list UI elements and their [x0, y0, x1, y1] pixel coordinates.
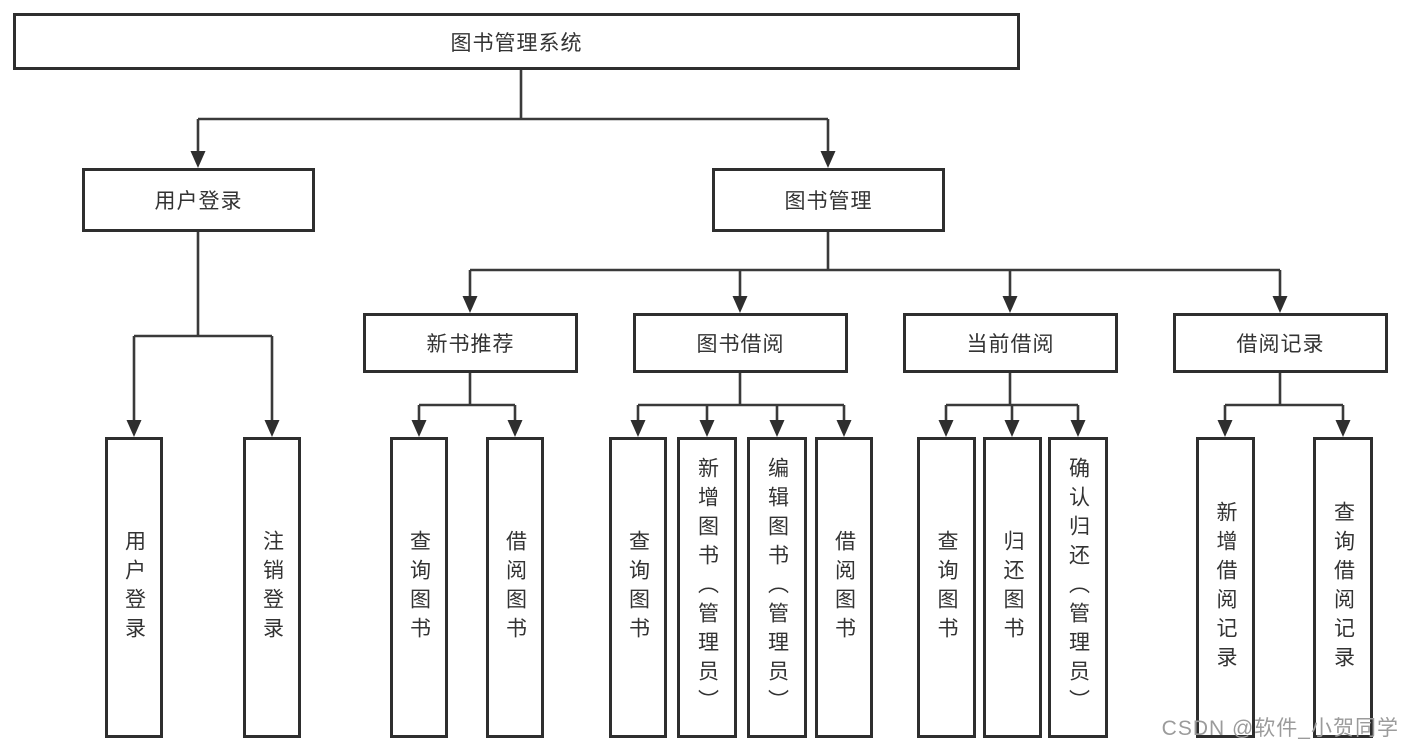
arrowhead-icons	[126, 151, 1351, 437]
arrow-icon	[820, 151, 836, 168]
leaf-query-books-current: 查询图书	[917, 437, 976, 738]
leaf-query-borrow-record: 查询借阅记录	[1313, 437, 1373, 738]
node-current-borrow: 当前借阅	[903, 313, 1118, 373]
leaf-borrow-books-newbook: 借阅图书	[486, 437, 544, 738]
node-book-management: 图书管理	[712, 168, 945, 232]
arrow-icon	[699, 420, 715, 437]
node-book-borrow: 图书借阅	[633, 313, 848, 373]
csdn-watermark: CSDN @软件_小贺同学	[1161, 717, 1399, 740]
arrow-icon	[411, 420, 427, 437]
node-root: 图书管理系统	[13, 13, 1020, 70]
leaf-query-books-borrow: 查询图书	[609, 437, 667, 738]
leaf-borrow-books: 借阅图书	[815, 437, 873, 738]
arrow-icon	[126, 420, 142, 437]
node-user-login: 用户登录	[82, 168, 315, 232]
leaf-return-books: 归还图书	[983, 437, 1042, 738]
arrow-icon	[836, 420, 852, 437]
leaf-confirm-return-admin: 确认归还（管理员）	[1048, 437, 1108, 738]
arrow-icon	[507, 420, 523, 437]
leaf-add-borrow-record: 新增借阅记录	[1196, 437, 1255, 738]
leaf-logout: 注销登录	[243, 437, 301, 738]
node-new-book-recommend: 新书推荐	[363, 313, 578, 373]
arrow-icon	[769, 420, 785, 437]
leaf-user-login: 用户登录	[105, 437, 163, 738]
leaf-edit-books-admin: 编辑图书（管理员）	[747, 437, 807, 738]
arrow-icon	[1272, 296, 1288, 313]
node-borrow-records: 借阅记录	[1173, 313, 1388, 373]
leaf-query-books-newbook: 查询图书	[390, 437, 448, 738]
arrow-icon	[938, 420, 954, 437]
arrow-icon	[264, 420, 280, 437]
arrow-icon	[1335, 420, 1351, 437]
leaf-add-books-admin: 新增图书（管理员）	[677, 437, 737, 738]
arrow-icon	[732, 296, 748, 313]
arrow-icon	[462, 296, 478, 313]
connector-path	[132, 69, 1345, 421]
arrow-icon	[190, 151, 206, 168]
arrow-icon	[1070, 420, 1086, 437]
arrow-icon	[1002, 296, 1018, 313]
arrow-icon	[1004, 420, 1020, 437]
arrow-icon	[1217, 420, 1233, 437]
arrow-icon	[630, 420, 646, 437]
